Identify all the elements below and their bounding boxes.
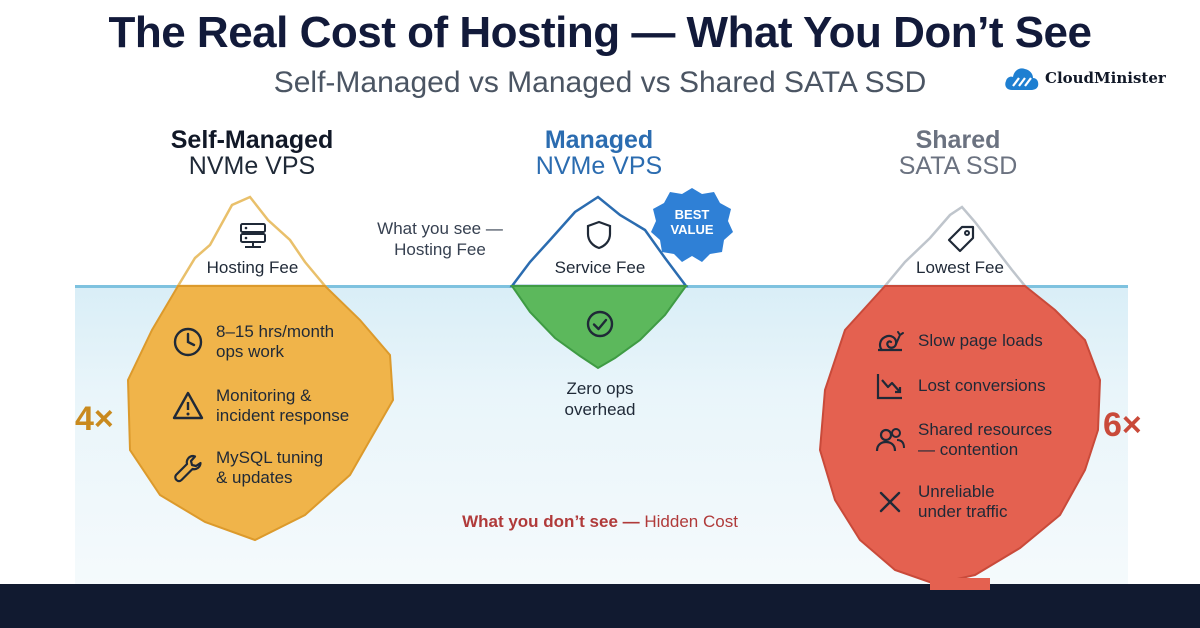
list-item: Monitoring & incident response (172, 386, 349, 427)
dont-see-rest: Hidden Cost (639, 512, 738, 531)
what-you-dont-see-annotation: What you don’t see — Hidden Cost (400, 512, 800, 532)
brand-logo[interactable]: CloudMinister (1003, 64, 1166, 92)
page-title: The Real Cost of Hosting — What You Don’… (108, 8, 1092, 57)
managed-hidden-line-1: Zero ops (566, 379, 634, 398)
list-item-line-1: Shared resources (918, 420, 1053, 439)
list-item-line-1: Monitoring & (216, 386, 312, 405)
list-item: Lost conversions (874, 370, 1046, 402)
shared-tip-label: Lowest Fee (916, 258, 1004, 277)
shared-mass-base (930, 578, 990, 590)
badge-line-2: VALUE (670, 222, 714, 237)
list-item-line-2: under traffic (918, 502, 1008, 522)
shared-subtitle: SATA SSD (898, 152, 1018, 181)
shared-hidden-mass (818, 285, 1102, 586)
managed-tip (509, 195, 689, 288)
managed-subtitle: NVMe VPS (535, 152, 663, 181)
what-you-see-line-1: What you see — (377, 219, 503, 238)
clock-icon (173, 328, 203, 357)
list-item: 8–15 hrs/month ops work (172, 322, 334, 363)
list-item-line-1: Slow page loads (918, 330, 1043, 350)
tag-icon (946, 224, 976, 259)
what-you-see-line-2: Hosting Fee (394, 240, 486, 260)
shared-header: Shared SATA SSD (838, 127, 1078, 180)
self-managed-multiplier: 4× (75, 400, 114, 438)
brand-name: CloudMinister (1045, 69, 1166, 87)
best-value-badge-shape (651, 188, 733, 262)
list-item-line-2: ops work (216, 342, 285, 362)
self-managed-title: Self-Managed (170, 126, 334, 154)
dont-see-strong: What you don’t see — (462, 512, 640, 531)
footer-bar (0, 584, 1200, 628)
list-item-line-2: & updates (216, 468, 293, 488)
managed-hidden-label: Zero ops overhead (540, 378, 660, 421)
badge-line-1: BEST (674, 207, 710, 223)
what-you-see-annotation: What you see — Hosting Fee (355, 218, 525, 261)
managed-title: Managed (544, 126, 654, 154)
managed-hidden-line-2: overhead (564, 400, 636, 420)
managed-tip-label: Service Fee (554, 258, 646, 277)
users-icon (875, 428, 905, 452)
chart-down-icon (876, 374, 902, 400)
server-icon (238, 222, 268, 255)
list-item: Shared resources — contention (874, 420, 1052, 461)
page-subtitle: Self-Managed vs Managed vs Shared SATA S… (273, 66, 927, 99)
list-item-line-2: — contention (918, 440, 1019, 460)
self-managed-subtitle: NVMe VPS (188, 152, 316, 181)
list-item-line-2: incident response (216, 406, 350, 426)
check-circle-icon (584, 308, 616, 345)
shared-multiplier: 6× (1103, 406, 1142, 444)
self-managed-header: Self-Managed NVMe VPS (132, 127, 372, 180)
shared-title: Shared (915, 126, 1001, 154)
self-managed-tip-label: Hosting Fee (206, 258, 299, 277)
list-item: MySQL tuning & updates (172, 448, 323, 489)
x-icon (879, 492, 901, 513)
shield-icon (585, 220, 613, 255)
cloud-logo-icon (1005, 68, 1039, 90)
wrench-icon (174, 455, 202, 483)
list-item-line-1: 8–15 hrs/month (216, 322, 335, 341)
self-managed-hidden-mass (126, 285, 395, 542)
list-item-line-1: Unreliable (918, 482, 995, 501)
snail-icon (878, 331, 904, 352)
list-item: Slow page loads (874, 325, 1043, 357)
warning-icon (172, 392, 204, 420)
list-item: Unreliable under traffic (874, 482, 1007, 523)
list-item-line-1: Lost conversions (918, 375, 1046, 395)
best-value-badge: BEST VALUE (656, 192, 728, 254)
managed-header: Managed NVMe VPS (479, 127, 719, 180)
list-item-line-1: MySQL tuning (216, 448, 324, 467)
